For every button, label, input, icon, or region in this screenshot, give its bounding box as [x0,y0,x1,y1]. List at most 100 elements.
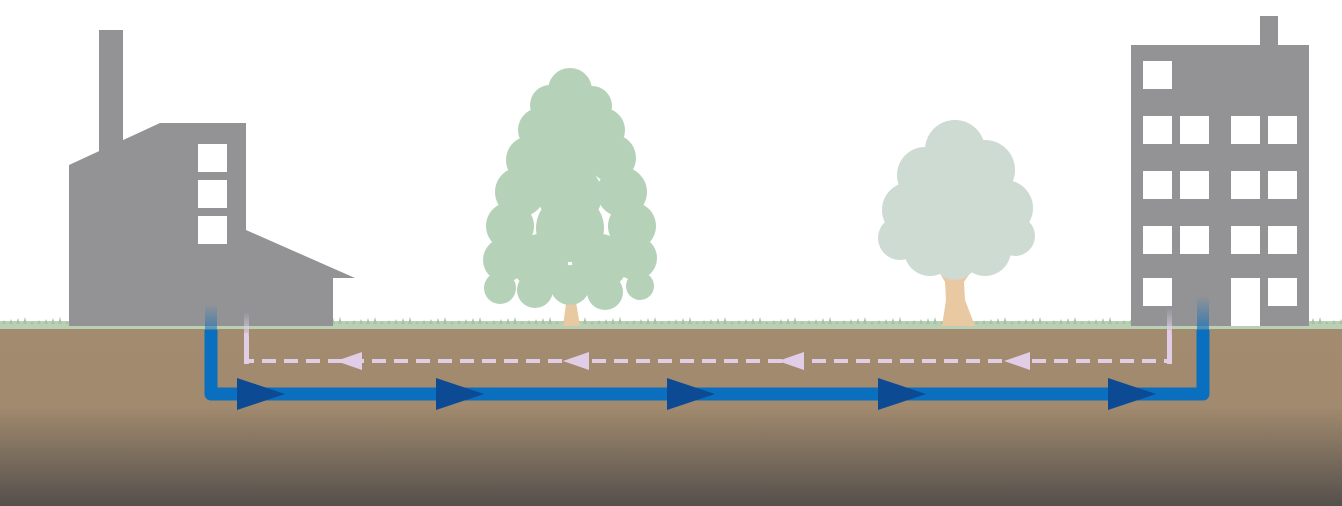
grass-tuft [807,320,811,324]
apartment-window [1143,226,1172,254]
grass-tuft [1332,320,1336,324]
factory-chimney [99,30,123,160]
grass-tuft [828,317,832,324]
grass-tuft [527,320,531,324]
factory-window [198,216,227,244]
grass-tuft [625,321,629,324]
grass-tuft [499,319,503,324]
tree-crown [483,68,657,310]
grass-tuft [982,320,986,324]
apartment-window [1268,116,1297,144]
grass-tuft [380,321,384,324]
grass-tuft [667,320,671,324]
grass-tuft [1066,318,1070,324]
grass-tuft [359,319,363,324]
grass-tuft [758,317,762,324]
grass-tuft [345,321,349,324]
grass-tuft [541,318,545,324]
grass-tuft [653,317,657,324]
grass-strip [0,321,1342,329]
grass-tuft [611,318,615,324]
grass-tuft [373,317,377,324]
grass-tuft [492,320,496,324]
grass-tuft [737,320,741,324]
grass-tuft [1017,320,1021,324]
apartment-window [1231,278,1260,326]
grass-tuft [394,319,398,324]
grass-tuft [842,320,846,324]
grass-tuft [751,318,755,324]
grass-tuft [1031,318,1035,324]
apartment-window [1268,171,1297,199]
apartment-window [1143,116,1172,144]
grass-tuft [471,318,475,324]
grass-tuft [1059,319,1063,324]
grass-tuft [912,320,916,324]
apartment-chimney [1260,16,1278,48]
grass-tuft [464,319,468,324]
grass-tuft [772,320,776,324]
grass-tuft [2,320,6,324]
grass-tuft [933,317,937,324]
grass-tuft [681,318,685,324]
grass-tuft [1122,320,1126,324]
grass-tuft [891,318,895,324]
grass-tuft [975,321,979,324]
grass-tuft [457,320,461,324]
apartment-window [1268,278,1297,306]
grass-tuft [366,318,370,324]
ground [0,326,1342,506]
grass-tuft [58,317,62,324]
grass-tuft [786,318,790,324]
grass-tuft [1003,317,1007,324]
grass-tuft [338,317,342,324]
tree-crown [878,120,1035,280]
return-pipe [244,330,1171,363]
apartment-window [1180,226,1209,254]
apartment-window [1231,116,1260,144]
grass-tuft [996,318,1000,324]
supply-arrow [237,378,285,410]
grass-tuft [1038,317,1042,324]
return-arrow [778,352,804,370]
grass-tuft [450,321,454,324]
grass-tuft [604,319,608,324]
grass-tuft [709,319,713,324]
grass-tuft [1052,320,1056,324]
supply-arrow [878,378,926,410]
apartment-window [1180,116,1209,144]
grass-tuft [583,317,587,324]
grass-tuft [1010,321,1014,324]
grass-tuft [590,321,594,324]
return-pipe-arrows [336,352,1030,370]
grass-tuft [779,319,783,324]
grass-tuft [1080,321,1084,324]
grass-tuft [548,317,552,324]
grass-tuft [723,317,727,324]
apartment-building-icon [1131,16,1309,326]
grass-tuft [702,320,706,324]
grass-tuft [30,321,34,324]
apartment-window [1180,171,1209,199]
grass-tuft [534,319,538,324]
grass-tuft [1115,321,1119,324]
grass-tuft [618,317,622,324]
supply-arrow [1108,378,1156,410]
grass-tuft [1311,318,1315,324]
grass-tuft [765,321,769,324]
factory-window [198,180,227,208]
grass-tuft [1339,319,1342,324]
grass-tuft [1094,319,1098,324]
grass-tuft [422,320,426,324]
apartment-window [1231,171,1260,199]
supply-arrow [436,378,484,410]
grass-tuft [989,319,993,324]
tree-icon [483,68,657,326]
grass-tuft [65,321,69,324]
grass-tuft [884,319,888,324]
grass-tuft [401,318,405,324]
tree-trunk [938,266,975,326]
grass-tuft [555,321,559,324]
grass-tuft [695,321,699,324]
